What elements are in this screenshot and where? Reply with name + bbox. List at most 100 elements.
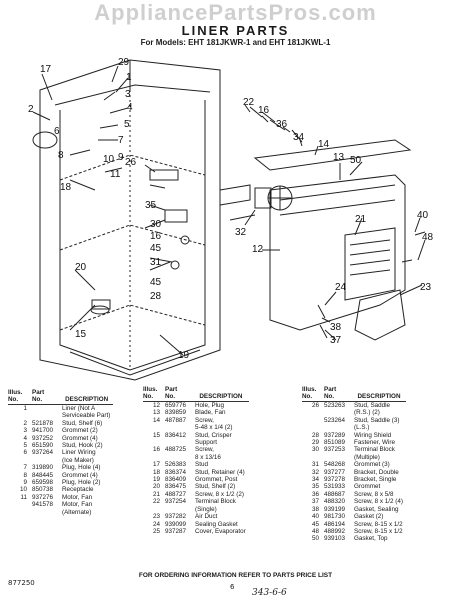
cell-description: Bracket, Single	[354, 476, 397, 484]
cell-illus-no	[8, 457, 32, 464]
cell-illus-no	[302, 417, 324, 424]
cell-description: Terminal Block	[354, 446, 395, 454]
table-row: 16 488725 Screw,	[143, 446, 249, 453]
callout-28: 28	[150, 291, 162, 302]
callout-22: 22	[243, 97, 255, 108]
table-row: (Alternate)	[8, 509, 113, 516]
table-row: (Multiple)	[302, 454, 406, 461]
cell-description: Grommet (4)	[62, 434, 98, 442]
cell-part-no: 937289	[324, 431, 346, 439]
cell-description: Screw, 8-15 x 1/2	[354, 520, 403, 528]
watermark: AppliancePartsPros.com	[94, 0, 377, 25]
cell-part-no: 937254	[165, 498, 187, 506]
page-number: 6	[230, 583, 235, 591]
cell-part-no	[32, 405, 62, 413]
table-row: 5-48 x 1/4 (2)	[143, 424, 249, 431]
cell-description: Grommet	[354, 483, 381, 491]
cell-description: Support	[195, 439, 218, 447]
cell-illus-no: 23	[152, 513, 160, 521]
cell-part-no: 941700	[32, 427, 54, 435]
callout-24: 24	[335, 282, 347, 293]
header-description: DESCRIPTION	[62, 389, 114, 405]
cell-illus-no: 16	[152, 446, 160, 454]
cell-part-no	[32, 457, 62, 464]
callout-34: 34	[293, 132, 305, 143]
cell-description: Wiring Shield	[354, 431, 392, 439]
callout-18: 18	[60, 182, 72, 193]
callout-9: 9	[118, 152, 124, 163]
table-row: Serviceable Part)	[8, 412, 113, 419]
header-illus: Illus.	[143, 386, 158, 393]
cell-part-no: 523264	[324, 416, 346, 424]
cell-illus-no: 12	[152, 402, 160, 409]
callout-13: 13	[333, 152, 345, 163]
callout-2: 2	[28, 104, 34, 115]
cell-description: 5-48 x 1/4 (2)	[195, 424, 233, 432]
cell-illus-no: 8	[23, 471, 27, 479]
cell-description: Screw,	[195, 446, 214, 454]
cell-part-no: 981730	[324, 513, 346, 521]
cell-description: Gasket (2)	[354, 513, 384, 521]
callout-20: 20	[75, 262, 87, 273]
cell-part-no: 937282	[165, 513, 187, 521]
callout-11: 11	[110, 169, 121, 180]
header-no: No.	[143, 393, 154, 400]
cell-part-no: 851089	[324, 439, 346, 447]
callout-19: 19	[178, 350, 190, 361]
table-row: (Single)	[143, 506, 249, 513]
cell-description: Stud, Retainer (4)	[195, 468, 245, 476]
cell-illus-no	[143, 424, 165, 431]
cell-part-no: 488725	[165, 446, 187, 454]
cell-description: Cover, Evaporator	[195, 527, 246, 535]
cell-part-no	[32, 412, 62, 419]
cell-illus-no: 17	[152, 461, 160, 469]
cell-description: (Ice Maker)	[62, 456, 94, 464]
callout-17: 17	[40, 64, 52, 75]
cell-description: Grommet (3)	[354, 461, 390, 469]
cell-part-no: 941578	[32, 501, 54, 509]
cell-part-no: 488992	[324, 527, 346, 535]
cell-description: Hole, Plug	[195, 402, 225, 409]
cell-description: Bracket, Double	[354, 468, 399, 476]
cell-description: Blade, Fan	[195, 409, 226, 417]
cell-description: Motor, Fan	[62, 493, 93, 501]
cell-description: Sealing Gasket	[195, 520, 238, 528]
callout-16b: 16	[150, 231, 162, 242]
cell-part-no	[324, 409, 354, 416]
cell-description: Screw, 8 x 1/2 (4)	[354, 498, 403, 506]
header-part: Part	[32, 389, 45, 396]
cell-part-no: 521878	[32, 419, 54, 427]
header-description: DESCRIPTION	[354, 386, 406, 402]
cell-illus-no: 9	[23, 479, 27, 487]
cell-description: (R.S.) (2)	[354, 409, 380, 417]
cell-illus-no: 31	[311, 461, 319, 469]
header-part: Part	[165, 386, 178, 393]
header-part-no: No.	[324, 393, 335, 400]
cell-description: Stud, Hook (2)	[62, 442, 103, 450]
cell-illus-no: 24	[152, 520, 160, 528]
ordering-note: FOR ORDERING INFORMATION REFER TO PARTS …	[138, 572, 333, 579]
cell-description: Gasket, Sealing	[354, 505, 399, 513]
cell-part-no: 836409	[165, 476, 187, 484]
callout-16a: 16	[258, 105, 270, 116]
cell-description: Stud, Shelf (6)	[62, 419, 103, 427]
